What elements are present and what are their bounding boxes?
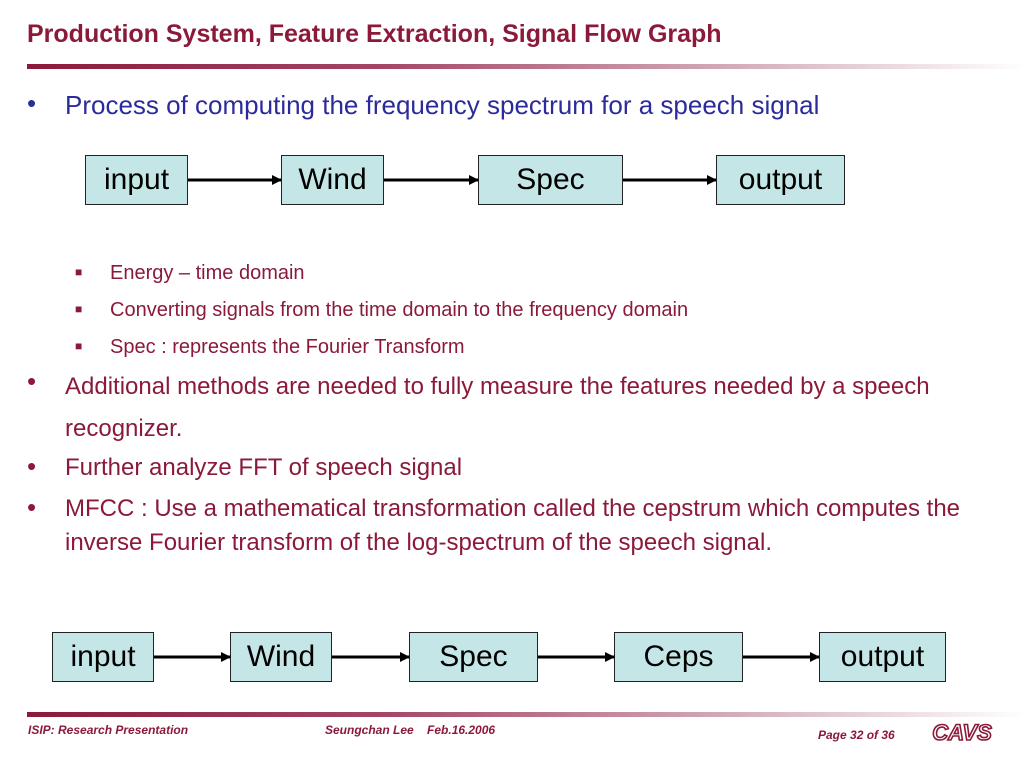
flow1-box-output: output: [716, 155, 845, 205]
bullet-marker: •: [27, 451, 37, 481]
sub-bullet-text: Energy – time domain: [110, 262, 305, 284]
footer-page-number: Page 32 of 36: [818, 728, 895, 742]
sub-bullet-text: Spec : represents the Fourier Transform: [110, 336, 465, 358]
bullet-item-3: • Further analyze FFT of speech signal: [27, 451, 462, 485]
sub-bullet-1: ■ Energy – time domain: [75, 260, 305, 286]
flow2-box-wind: Wind: [230, 632, 332, 682]
sub-bullet-3: ■ Spec : represents the Fourier Transfor…: [75, 334, 465, 360]
svg-text:CAVS: CAVS: [932, 720, 992, 745]
sub-bullet-marker: ■: [75, 265, 83, 279]
cavs-logo: CAVS: [931, 719, 992, 746]
bullet-text: MFCC : Use a mathematical transformation…: [65, 495, 961, 556]
flow2-box-input: input: [52, 632, 154, 682]
bullet-marker: •: [27, 88, 37, 118]
flow2-box-output: output: [819, 632, 946, 682]
bullet-item-1: • Process of computing the frequency spe…: [27, 88, 819, 122]
sub-bullet-text: Converting signals from the time domain …: [110, 299, 689, 321]
title-divider: [27, 64, 1024, 69]
bullet-text: Additional methods are needed to fully m…: [65, 373, 930, 442]
flow1-box-wind: Wind: [281, 155, 384, 205]
flow1-box-spec: Spec: [478, 155, 623, 205]
bullet-text: Process of computing the frequency spect…: [65, 90, 820, 120]
footer-left: ISIP: Research Presentation: [28, 723, 189, 737]
bullet-marker: •: [27, 366, 37, 396]
sub-bullet-2: ■ Converting signals from the time domai…: [75, 297, 688, 323]
footer-divider: [27, 712, 1024, 717]
bullet-item-2: • Additional methods are needed to fully…: [27, 366, 995, 450]
bullet-marker: •: [27, 492, 37, 522]
sub-bullet-marker: ■: [75, 339, 83, 353]
flow1-box-input: input: [85, 155, 188, 205]
bullet-item-4: • MFCC : Use a mathematical transformati…: [27, 492, 1000, 560]
bullet-text: Further analyze FFT of speech signal: [65, 454, 463, 481]
sub-bullet-marker: ■: [75, 302, 83, 316]
footer-center: Seungchan Lee Feb.16.2006: [325, 723, 496, 737]
slide-title: Production System, Feature Extraction, S…: [27, 20, 722, 48]
